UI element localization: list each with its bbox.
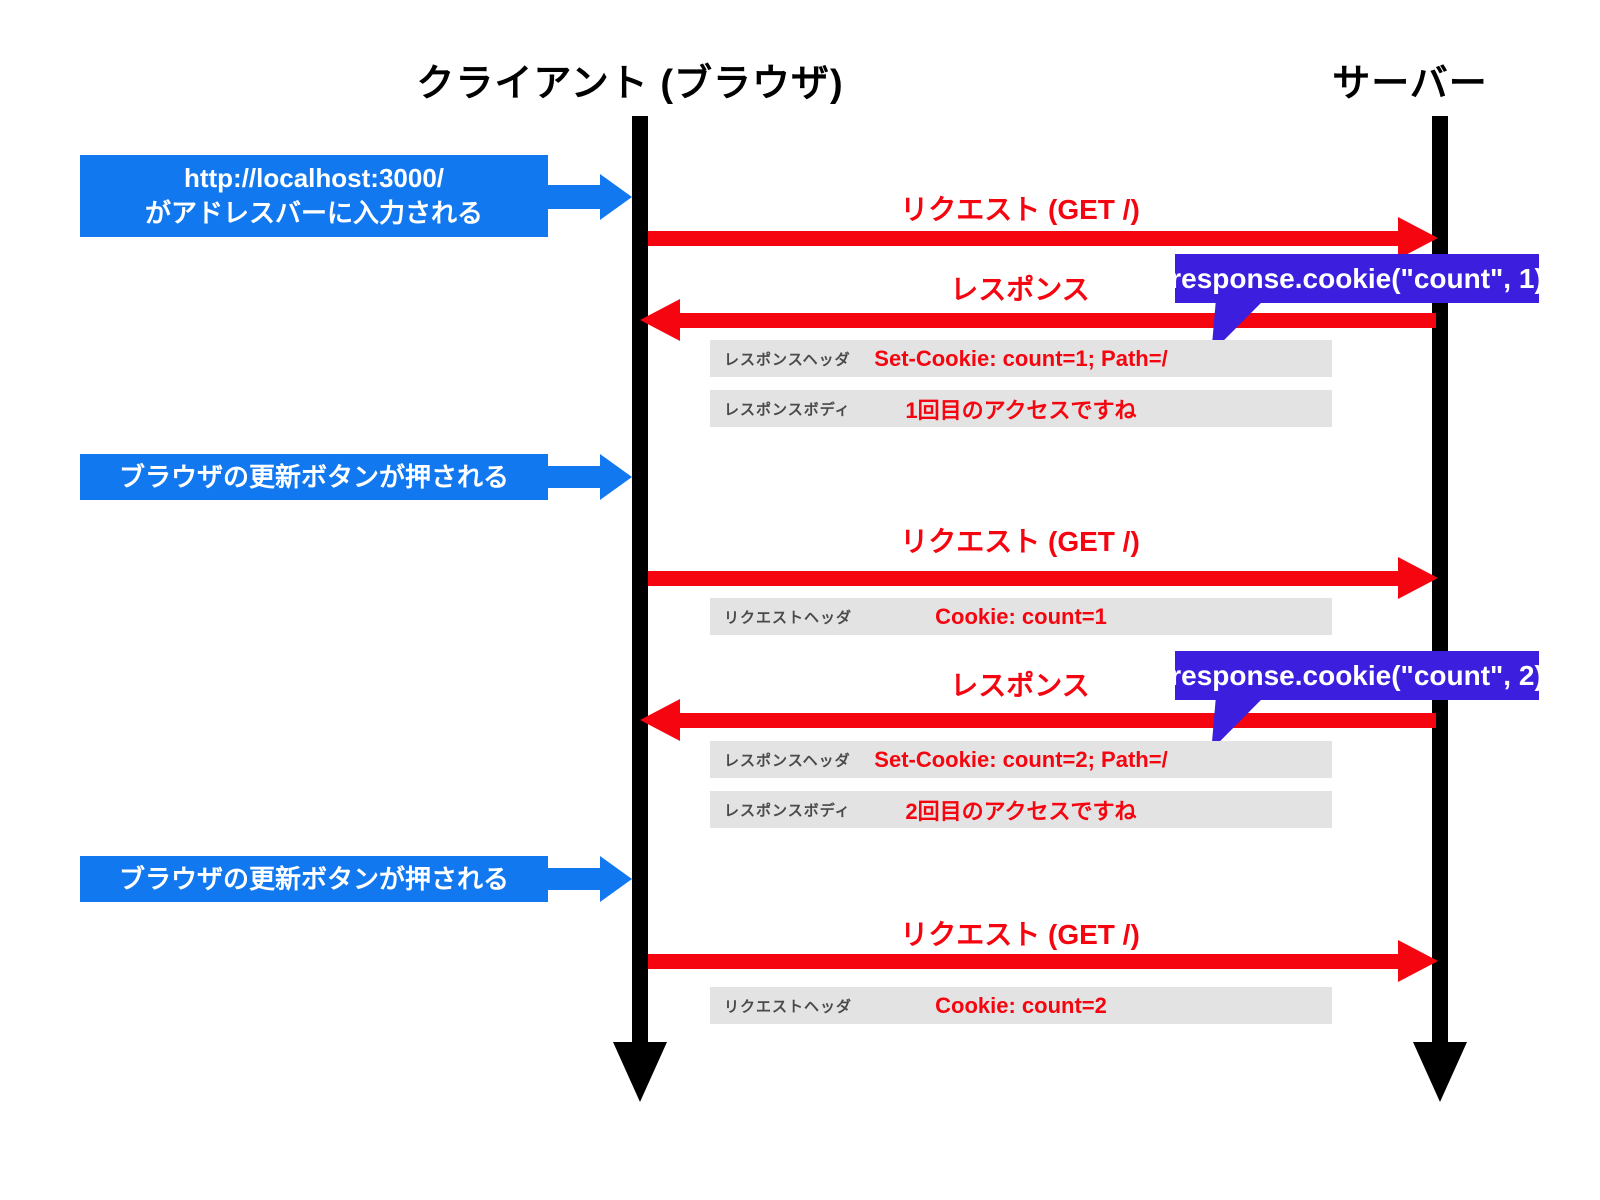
event-box-url-entered: http://localhost:3000/ がアドレスバーに入力される bbox=[80, 155, 548, 237]
request3-right-arrow-icon bbox=[1398, 940, 1438, 982]
server-lifeline bbox=[1432, 116, 1448, 1042]
event-right-arrow-icon bbox=[600, 454, 632, 500]
server-lifeline-down-arrow-icon bbox=[1413, 1042, 1467, 1102]
detail-value: Set-Cookie: count=2; Path=/ bbox=[874, 746, 1168, 772]
request3-arrow-shaft bbox=[648, 954, 1402, 969]
detail-key: リクエストヘッダ bbox=[724, 609, 853, 626]
callout-response-cookie-1: response.cookie("count", 1) bbox=[1170, 254, 1544, 303]
detail-value: Set-Cookie: count=1; Path=/ bbox=[874, 345, 1168, 371]
client-lifeline-down-arrow-icon bbox=[613, 1042, 667, 1102]
request2-label: リクエスト (GET /) bbox=[900, 526, 1140, 557]
request2-arrow-shaft bbox=[648, 571, 1402, 586]
detail-key: レスポンスヘッダ bbox=[724, 752, 851, 769]
event-text-line1: http://localhost:3000/ bbox=[183, 163, 445, 193]
response1-label: レスポンス bbox=[950, 274, 1090, 305]
event-text-line2: がアドレスバーに入力される bbox=[144, 198, 483, 228]
detail-key: レスポンスボディ bbox=[724, 802, 851, 819]
detail-value: Cookie: count=1 bbox=[935, 603, 1107, 629]
client-actor-title: クライアント (ブラウザ) bbox=[416, 63, 844, 105]
response1-body-row: レスポンスボディ 1回目のアクセスですね bbox=[710, 390, 1332, 427]
request3-header-row: リクエストヘッダ Cookie: count=2 bbox=[710, 987, 1332, 1024]
request3-label: リクエスト (GET /) bbox=[900, 919, 1140, 950]
detail-value: 1回目のアクセスですね bbox=[905, 397, 1137, 423]
event-right-arrow-icon bbox=[600, 856, 632, 902]
detail-key: リクエストヘッダ bbox=[724, 998, 853, 1015]
response2-left-arrow-icon bbox=[640, 699, 680, 741]
detail-key: レスポンスボディ bbox=[724, 401, 851, 418]
event-text: ブラウザの更新ボタンが押される bbox=[118, 461, 509, 492]
event-box-refresh-2: ブラウザの更新ボタンが押される bbox=[80, 856, 548, 902]
response2-arrow-shaft bbox=[678, 713, 1436, 728]
server-actor-title: サーバー bbox=[1332, 63, 1488, 105]
response1-left-arrow-icon bbox=[640, 299, 680, 341]
callout-response-cookie-2: response.cookie("count", 2) bbox=[1170, 651, 1544, 700]
request2-header-row: リクエストヘッダ Cookie: count=1 bbox=[710, 598, 1332, 635]
request2-right-arrow-icon bbox=[1398, 557, 1438, 599]
detail-value: Cookie: count=2 bbox=[935, 992, 1107, 1018]
client-lifeline bbox=[632, 116, 648, 1042]
response2-header-row: レスポンスヘッダ Set-Cookie: count=2; Path=/ bbox=[710, 741, 1332, 778]
event-text: ブラウザの更新ボタンが押される bbox=[118, 863, 509, 894]
response2-label: レスポンス bbox=[950, 670, 1090, 701]
event-arrow-shaft bbox=[548, 185, 600, 209]
event-arrow-shaft bbox=[548, 868, 600, 890]
response2-body-row: レスポンスボディ 2回目のアクセスですね bbox=[710, 791, 1332, 828]
request1-label: リクエスト (GET /) bbox=[900, 194, 1140, 225]
event-arrow-shaft bbox=[548, 466, 600, 488]
detail-key: レスポンスヘッダ bbox=[724, 351, 851, 368]
request1-arrow-shaft bbox=[648, 231, 1402, 246]
event-right-arrow-icon bbox=[600, 174, 632, 220]
response1-header-row: レスポンスヘッダ Set-Cookie: count=1; Path=/ bbox=[710, 340, 1332, 377]
request1-right-arrow-icon bbox=[1398, 217, 1438, 259]
detail-value: 2回目のアクセスですね bbox=[905, 798, 1137, 824]
response1-arrow-shaft bbox=[678, 313, 1436, 328]
event-box-refresh-1: ブラウザの更新ボタンが押される bbox=[80, 454, 548, 500]
